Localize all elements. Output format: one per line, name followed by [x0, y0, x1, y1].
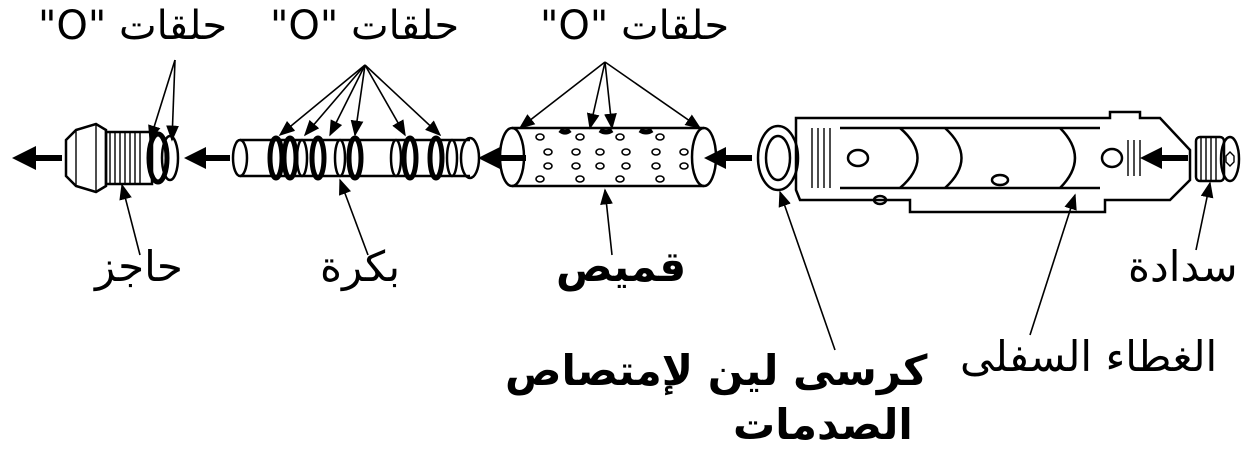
soft-seat-label-line2: الصدمات: [733, 400, 913, 449]
spool-label: بكرة: [320, 242, 401, 291]
soft-seat-part: [756, 124, 800, 192]
sleeve-label: قميص: [556, 242, 687, 291]
arrow-left-icon: [478, 147, 526, 169]
arrow-left-icon: [184, 147, 230, 169]
plug-part: [1194, 135, 1241, 183]
sleeve-part: [498, 126, 718, 188]
leader-lines: [119, 59, 1214, 351]
lower-housing-label: الغطاء السفلى: [960, 332, 1218, 381]
oring-label-left: حلقات "O": [38, 3, 228, 49]
retainer-part: [64, 122, 180, 194]
retainer-label: حاجز: [95, 242, 183, 291]
plug-label: سدادة: [1128, 242, 1238, 291]
oring-label-middle: حلقات "O": [270, 3, 460, 49]
arrow-left-icon: [704, 147, 752, 169]
oring-label-right: حلقات "O": [540, 3, 730, 49]
lower-housing-part: [794, 110, 1192, 214]
soft-seat-label-line1: كرسى لين لإمتصاص: [505, 346, 928, 395]
flow-arrows: [12, 146, 1188, 170]
arrow-left-icon: [12, 146, 62, 170]
arrow-left-icon: [1140, 147, 1188, 169]
spool-part: [231, 135, 481, 181]
